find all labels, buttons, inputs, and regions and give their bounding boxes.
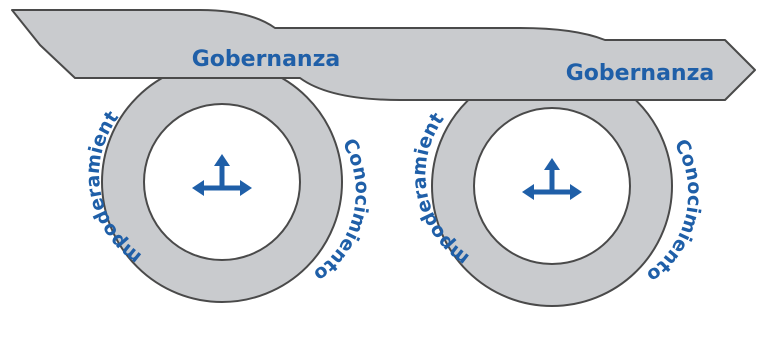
- loop-1-top-label: Gobernanza: [192, 47, 341, 72]
- three-way-arrows-icon: [192, 154, 252, 196]
- banner-arrow: [11, 9, 756, 101]
- three-way-arrows-icon: [522, 158, 582, 200]
- loop-2-top-label: Gobernanza: [566, 61, 715, 86]
